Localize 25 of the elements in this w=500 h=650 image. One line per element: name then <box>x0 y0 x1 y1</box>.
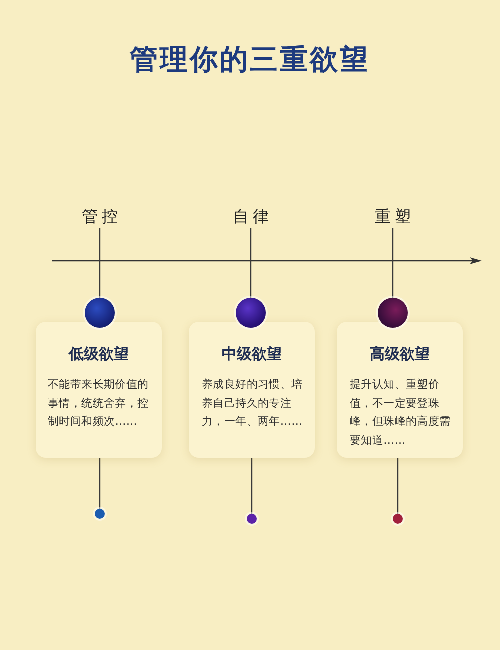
connector-line <box>99 458 101 509</box>
connector-line <box>251 458 253 514</box>
end-dot <box>247 514 257 524</box>
timeline-dot <box>236 298 266 328</box>
end-dot <box>95 509 105 519</box>
card-text: 提升认知、重塑价值，不一定要登珠峰，但珠峰的高度需要知道…… <box>350 377 452 448</box>
card-heading: 中级欲望 <box>221 344 283 364</box>
end-dot <box>393 514 403 524</box>
timeline-dot <box>378 298 408 328</box>
card-text: 养成良好的习惯、培养自己持久的专注力，一年、两年…… <box>202 377 304 430</box>
text-card <box>189 322 315 458</box>
category-label: 自律 <box>229 206 273 228</box>
connector-line <box>250 228 252 298</box>
text-card <box>337 322 463 458</box>
connector-line <box>392 228 394 298</box>
text-card <box>36 322 162 458</box>
title: 管理你的三重欲望 <box>129 42 371 78</box>
card-heading: 高级欲望 <box>369 344 431 364</box>
category-label: 管控 <box>78 206 122 228</box>
card-text: 不能带来长期价值的事情，统统舍弃，控制时间和频次…… <box>48 377 150 430</box>
timeline-dot <box>85 298 115 328</box>
connector-line <box>397 458 399 514</box>
connector-line <box>99 228 101 298</box>
card-heading: 低级欲望 <box>68 344 130 364</box>
category-label: 重塑 <box>371 206 415 228</box>
